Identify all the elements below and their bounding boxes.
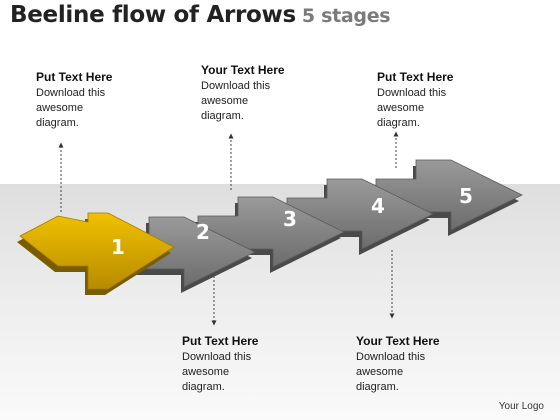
callout-text: Download this awesome diagram. xyxy=(182,351,252,393)
callout-3: Put Text Here Download this awesome diag… xyxy=(377,70,497,131)
stage-number-3: 3 xyxy=(283,207,297,231)
callout-heading: Put Text Here xyxy=(36,70,113,84)
callout-heading: Put Text Here xyxy=(182,334,259,348)
callout-5: Your Text Here Download this awesome dia… xyxy=(356,334,476,395)
callout-2: Your Text Here Download this awesome dia… xyxy=(201,63,321,124)
callout-text: Download this awesome diagram. xyxy=(36,87,106,129)
stage-number-4: 4 xyxy=(371,194,385,218)
footer-logo: Your Logo xyxy=(498,401,544,412)
callout-heading: Your Text Here xyxy=(356,334,440,348)
callout-text: Download this awesome diagram. xyxy=(356,351,426,393)
callout-1: Put Text Here Download this awesome diag… xyxy=(36,70,156,131)
stage-arrow-1: 1 xyxy=(17,212,175,295)
title-sub: 5 stages xyxy=(301,5,391,27)
stage-number-5: 5 xyxy=(459,184,473,208)
callout-text: Download this awesome diagram. xyxy=(201,80,271,122)
stage-number-2: 2 xyxy=(196,220,210,244)
stage-arrow-2: 2 xyxy=(106,216,256,293)
callout-heading: Put Text Here xyxy=(377,70,454,84)
callout-text: Download this awesome diagram. xyxy=(377,87,447,129)
callout-heading: Your Text Here xyxy=(201,63,285,77)
callout-4: Put Text Here Download this awesome diag… xyxy=(182,334,302,395)
title-main: Beeline flow of Arrows xyxy=(10,2,296,28)
stage-number-1: 1 xyxy=(111,235,125,259)
